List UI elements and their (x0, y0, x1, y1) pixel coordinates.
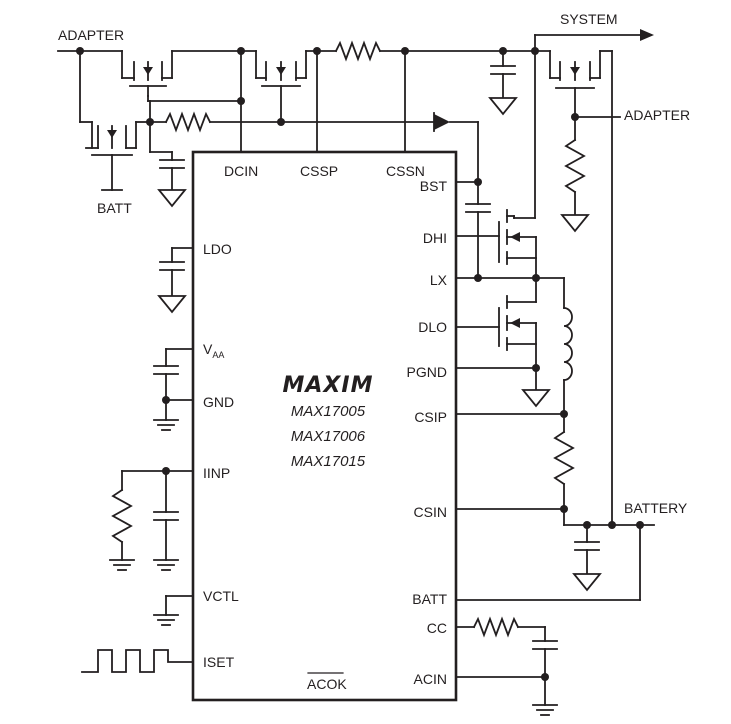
pin-label-lx: LX (430, 272, 448, 288)
pin-label-dhi: DHI (423, 230, 447, 246)
pin-label-batt: BATT (412, 591, 447, 607)
pin-label-dlo: DLO (418, 319, 447, 335)
part-number-1: MAX17005 (291, 403, 366, 420)
ldo-cap (158, 247, 194, 313)
pin-label-acok: ACOK (307, 676, 347, 692)
pin-label-dcin: DCIN (224, 163, 258, 179)
iinp-network (109, 467, 194, 571)
system-path (513, 29, 654, 526)
cc-acin-network (455, 616, 558, 716)
label-adapter-sense: ADAPTER (624, 107, 690, 123)
pin-label-pgnd: PGND (407, 364, 447, 380)
pin-label-acin: ACIN (414, 671, 447, 687)
part-number-2: MAX17006 (291, 428, 366, 445)
pin-label-vaa-main: V (203, 341, 213, 357)
pin-label-csin: CSIN (414, 504, 447, 520)
ic-body (191, 150, 458, 702)
pin-label-vaa: VAA (203, 341, 224, 360)
pin-label-cc: CC (427, 620, 447, 636)
pin-label-bst: BST (420, 178, 448, 194)
vaa-cap (153, 348, 194, 431)
vctl-ground (153, 595, 194, 626)
pin-label-cssp: CSSP (300, 163, 338, 179)
maxim-logo: MAXIM (283, 373, 374, 398)
pin-label-cssn: CSSN (386, 163, 425, 179)
iset-pwm-input (81, 649, 194, 673)
batt-mosfet-left (79, 50, 151, 191)
pin-label-iset: ISET (203, 654, 235, 670)
switching-stage (455, 178, 575, 526)
battery-output (455, 521, 655, 601)
pin-label-ldo: LDO (203, 241, 232, 257)
pin-label-gnd: GND (203, 394, 234, 410)
label-system: SYSTEM (560, 11, 618, 27)
pin-label-iinp: IINP (203, 465, 230, 481)
pin-label-csip: CSIP (414, 409, 447, 425)
pin-label-vctl: VCTL (203, 588, 239, 604)
pin-label-vaa-sub: AA (212, 350, 224, 360)
label-adapter-in: ADAPTER (58, 27, 124, 43)
label-batt-left: BATT (97, 200, 132, 216)
part-number-3: MAX17015 (291, 453, 366, 470)
label-battery: BATTERY (624, 500, 688, 516)
